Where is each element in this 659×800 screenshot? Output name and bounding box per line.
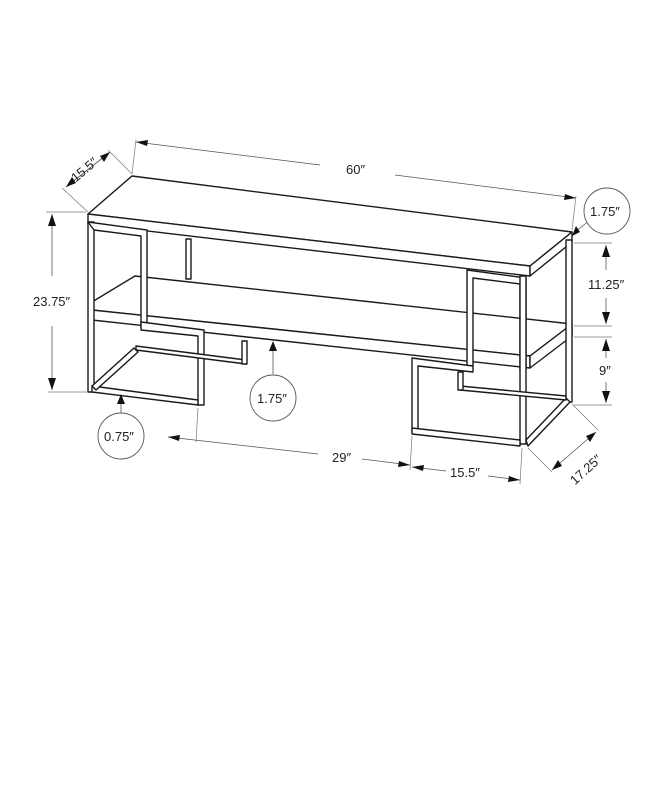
label-inner-span: 29″ <box>332 450 351 465</box>
right-back-bar <box>459 385 567 401</box>
right-front-post <box>519 275 527 445</box>
back-post <box>185 238 192 280</box>
left-back-bar <box>135 345 247 365</box>
left-base-diagonal <box>91 347 139 391</box>
right-lower-frame <box>411 357 474 433</box>
label-lower-opening: 9″ <box>599 363 611 378</box>
tv-console <box>87 175 573 447</box>
label-depth-top: 15.5″ <box>68 154 101 185</box>
left-front-post <box>87 221 95 393</box>
left-back-post <box>241 340 248 365</box>
label-height: 23.75″ <box>33 294 71 309</box>
right-back-post <box>565 239 573 403</box>
label-width: 60″ <box>346 162 365 177</box>
label-base-depth: 17.25″ <box>567 451 605 487</box>
right-base-diagonal <box>525 397 571 447</box>
left-lower-frame <box>140 321 205 406</box>
label-leg-frame-width: 15.5″ <box>450 465 480 480</box>
right-base-rail <box>411 427 521 447</box>
label-upper-opening: 11.25″ <box>588 277 625 292</box>
label-shelf-thickness: 1.75″ <box>257 391 287 406</box>
left-base-rail <box>91 385 199 406</box>
label-top-thickness: 1.75″ <box>590 204 620 219</box>
dimension-lines <box>46 139 612 485</box>
label-leg-thickness: 0.75″ <box>104 429 134 444</box>
callout-bubble-top-thickness <box>583 187 631 235</box>
right-inner-post <box>457 371 464 391</box>
callout-bubble-shelf-thickness <box>249 374 297 422</box>
callout-bubble-leg-thickness <box>97 412 145 460</box>
